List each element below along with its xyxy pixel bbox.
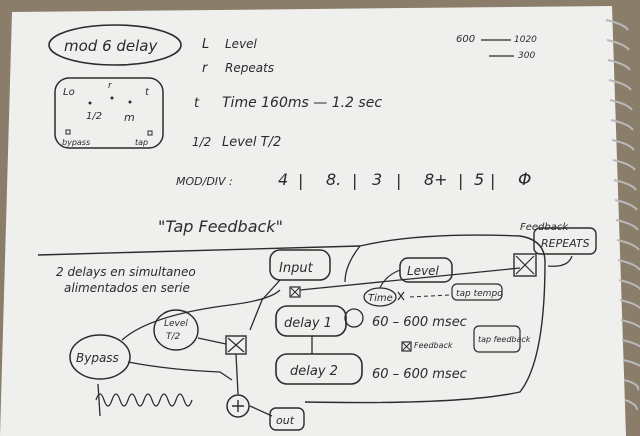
diagram-note-line2: alimentados en serie	[64, 281, 190, 295]
mod-div-value: 8.	[326, 170, 341, 189]
level-half-oval	[153, 309, 199, 351]
input-vca-cross	[290, 287, 300, 297]
half-vca-cross	[227, 337, 245, 353]
separator: |	[490, 171, 495, 190]
legend-text: Time 160ms — 1.2 sec	[222, 95, 382, 111]
separator: |	[352, 171, 357, 190]
signal-line	[197, 337, 227, 345]
input-vca-box	[289, 286, 301, 298]
level-label: Level	[407, 264, 440, 278]
bypass-oval	[69, 334, 131, 380]
pedal-panel-outline	[54, 77, 164, 149]
mod-div-value: Φ	[518, 170, 531, 190]
out-block	[269, 407, 305, 431]
feedback-return-line	[299, 267, 521, 291]
level-half-label: Level	[164, 319, 188, 329]
signal-line	[249, 279, 281, 331]
legend-text: Level	[225, 37, 258, 51]
level-half-label: T/2	[166, 332, 181, 342]
vca-box	[513, 253, 537, 277]
footswitch-bypass	[65, 129, 71, 135]
knob-dot	[110, 96, 114, 100]
panel-label-repeats: r	[108, 81, 113, 91]
sketch-title: mod 6 delay	[64, 37, 158, 55]
time-cross	[397, 291, 405, 301]
mod-div-value: 5	[474, 170, 484, 189]
tap-tempo-box	[451, 283, 503, 301]
mixer-node	[226, 394, 250, 418]
corner-note-b: 1020	[514, 35, 537, 45]
knob-dot	[128, 100, 132, 104]
panel-label-time: t	[145, 87, 150, 98]
legend-symbol: L	[202, 37, 209, 52]
tap-feedback-box	[473, 325, 521, 353]
delay1-label: delay 1	[284, 316, 332, 331]
signal-line	[344, 245, 361, 283]
signal-line	[121, 289, 281, 341]
arrow-line	[547, 255, 573, 267]
footswitch-tap	[147, 130, 153, 136]
legend-symbol: t	[194, 96, 200, 111]
mod-div-label: MOD/DIV :	[176, 175, 233, 188]
delay2-block	[275, 353, 363, 385]
mod-div-value: 4	[278, 170, 288, 189]
input-label: Input	[279, 261, 314, 276]
separator: |	[298, 171, 303, 190]
corner-note-a: 600	[456, 34, 475, 45]
tap-tempo-label: tap tempo	[456, 289, 503, 299]
feedback-vca-box	[401, 341, 412, 352]
separator: |	[396, 171, 401, 190]
signal-line	[249, 405, 273, 417]
diagram-note-line1: 2 delays en simultaneo	[56, 265, 196, 279]
knob-dot	[88, 101, 92, 105]
corner-note-c: 300	[518, 51, 535, 61]
repeats-label: REPEATS	[541, 237, 590, 250]
panel-label-level: Lo	[63, 87, 75, 98]
mod-div-value: 8+	[424, 170, 448, 189]
panel-label-bypass: bypass	[62, 138, 90, 147]
legend-symbol: 1/2	[192, 135, 211, 149]
arrow-line	[379, 269, 401, 289]
mod-div-value: 3	[372, 170, 382, 189]
notebook-page	[0, 6, 626, 436]
delay2-range: 60 – 600 msec	[372, 367, 467, 382]
feedback-loop-line	[304, 234, 546, 404]
vca-cross	[515, 255, 535, 275]
legend-text: Level T/2	[222, 135, 281, 150]
feedback-vca-cross	[402, 342, 411, 351]
signal-line	[127, 361, 233, 381]
delay2-label: delay 2	[290, 364, 338, 379]
repeats-box	[533, 227, 597, 255]
section-divider	[37, 245, 361, 256]
plus-sign	[232, 400, 244, 412]
panel-label-half: 1/2	[86, 111, 102, 122]
input-block	[269, 249, 331, 281]
out-label: out	[276, 414, 295, 427]
time-oval	[363, 287, 397, 307]
panel-label-mod: m	[124, 111, 135, 124]
spiral-binding	[605, 19, 640, 411]
legend-text: Repeats	[225, 61, 274, 75]
signal-line	[97, 383, 101, 417]
feedback-arrow-label: Feedback	[414, 341, 453, 350]
tap-feedback-title: "Tap Feedback"	[158, 217, 283, 236]
bypass-label: Bypass	[76, 351, 119, 365]
delay1-range: 60 – 600 msec	[372, 315, 467, 330]
panel-label-tap: tap	[135, 138, 148, 147]
title-oval	[48, 24, 182, 66]
input-waveform-scribble	[95, 393, 193, 407]
time-knob-symbol	[344, 308, 364, 328]
time-label: Time	[368, 293, 393, 304]
signal-line	[235, 353, 239, 395]
legend-symbol: r	[202, 61, 209, 76]
separator: |	[458, 171, 463, 190]
tap-feedback-label: tap feedback	[478, 335, 531, 344]
